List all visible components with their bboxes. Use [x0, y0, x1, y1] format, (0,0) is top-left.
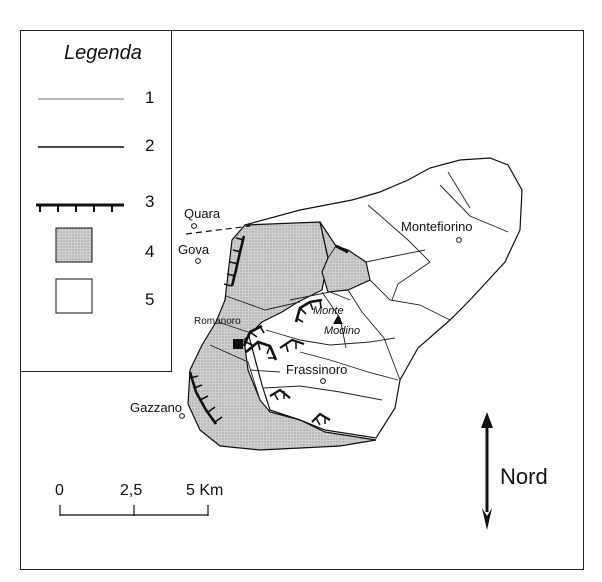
place-label-gova: Gova [178, 242, 210, 257]
place-label-frassinoro: Frassinoro [286, 362, 348, 377]
marker-quara [191, 223, 197, 229]
marker-romanoro-square [233, 339, 243, 349]
place-label-quara: Quara [184, 206, 221, 221]
scale-label-0: 0 [55, 482, 64, 499]
internal-boundaries [209, 171, 509, 401]
marker-monte-modino-triangle [333, 315, 343, 324]
scale-bar [59, 505, 209, 516]
scale-label-5km: 5 Km [186, 482, 224, 499]
place-label-monte: Monte [313, 305, 344, 317]
legend-symbol-grey-area [55, 227, 93, 263]
legend-number-3: 3 [145, 192, 155, 211]
marker-frassinoro [320, 378, 326, 384]
dashed-boundary [185, 225, 251, 235]
place-label-romanoro: Romanoro [194, 316, 241, 327]
place-label-gazzano: Gazzano [130, 400, 183, 415]
legend-number-4: 4 [145, 242, 155, 261]
legend-number-1: 1 [145, 88, 155, 107]
legend-number-2: 2 [145, 136, 155, 155]
locality-markers [179, 223, 462, 419]
place-label-montefiorino: Montefiorino [401, 219, 473, 234]
legend-symbol-hatched-line [36, 203, 124, 212]
place-label-modino: Modino [324, 325, 361, 337]
map-frame [20, 30, 584, 570]
marker-gazzano [179, 413, 185, 419]
scarp-lines [188, 235, 349, 426]
legend-symbol-white-area [55, 278, 93, 314]
scale-label-2-5: 2,5 [120, 482, 143, 499]
marker-montefiorino [456, 237, 462, 243]
north-arrow-icon [481, 412, 493, 530]
legend-box [20, 30, 172, 372]
legend-number-5: 5 [145, 290, 155, 309]
marker-gova [195, 258, 201, 264]
legend-title: Legenda [64, 42, 142, 64]
north-label: Nord [500, 464, 548, 489]
